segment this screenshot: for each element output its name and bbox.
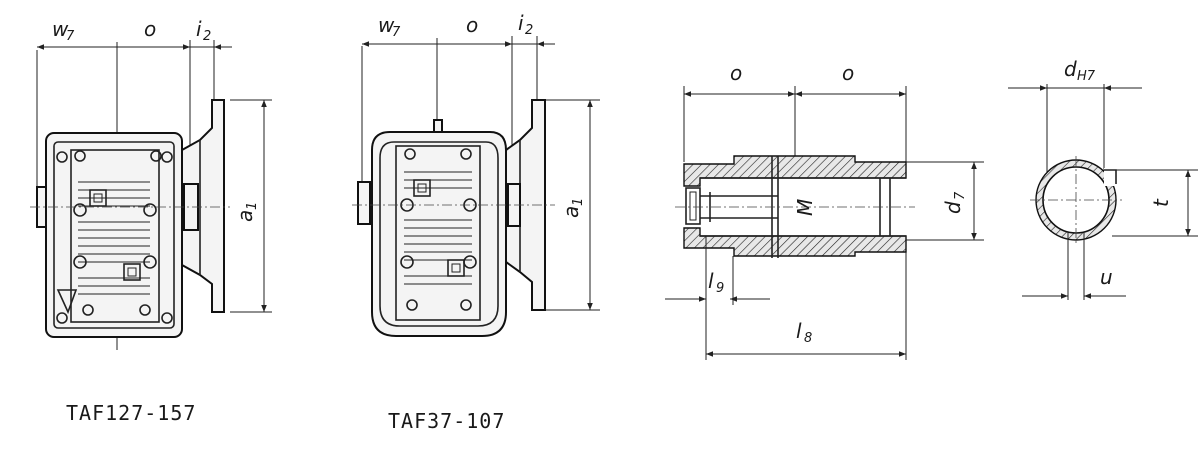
w7-dim-subscript: 7	[66, 29, 75, 44]
o-dim-label: o	[144, 17, 156, 41]
i2-dim-label: i	[518, 11, 524, 35]
w7-dim-label: w	[378, 13, 395, 37]
caption-taf37-107: TAF37-107	[388, 409, 505, 433]
thread-m-label: M	[793, 199, 817, 216]
bore-cross-section	[1008, 84, 1198, 300]
i2-dim-subscript: 2	[203, 29, 211, 44]
l9-dim-label: l	[708, 269, 714, 293]
a1-dim-subscript: 1	[571, 198, 586, 206]
dh7-dim-label: d	[1064, 57, 1077, 81]
l8-dim-label: l	[796, 319, 802, 343]
l8-dim-subscript: 8	[804, 331, 812, 346]
u-dim-label: u	[1100, 265, 1113, 289]
i2-dim-label: i	[196, 17, 202, 41]
w7-dim-label: w	[52, 17, 69, 41]
dh7-dim-subscript: H7	[1077, 69, 1096, 84]
a1-dim-label: a	[233, 210, 257, 222]
gearbox-view-taf37-107	[352, 36, 600, 337]
o-left-dim-label: o	[730, 61, 742, 85]
gearbox-view-taf127-157	[30, 40, 272, 350]
caption-taf127-157: TAF127-157	[66, 401, 196, 425]
d7-dim-label: d	[941, 201, 965, 214]
o-dim-label: o	[466, 13, 478, 37]
a1-dim-label: a	[559, 206, 583, 218]
hollow-shaft-section	[665, 86, 984, 360]
o-right-dim-label: o	[842, 61, 854, 85]
t-dim-label: t	[1149, 198, 1173, 207]
w7-dim-subscript: 7	[392, 25, 401, 40]
i2-dim-subscript: 2	[525, 23, 533, 38]
l9-dim-subscript: 9	[716, 281, 724, 296]
d7-dim-subscript: 7	[953, 191, 968, 200]
a1-dim-subscript: 1	[245, 202, 260, 210]
